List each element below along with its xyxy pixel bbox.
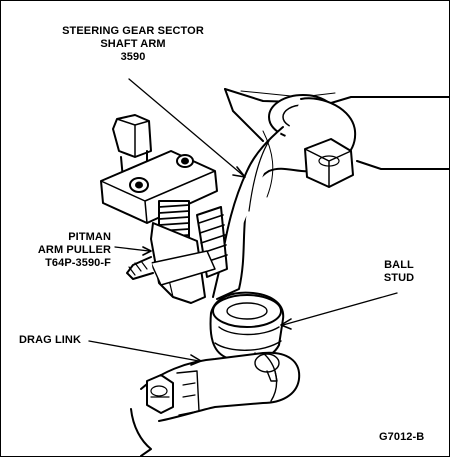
drag-link — [130, 351, 301, 456]
ball-stud-socket — [209, 291, 285, 372]
ball-stud-label-line-1: BALL — [384, 259, 414, 271]
sector-arm-label-line-3: 3590 — [120, 51, 146, 63]
pitman-arm-puller-tool — [100, 114, 228, 304]
puller-label-line-2: ARM PULLER — [37, 244, 111, 256]
leader-lines — [88, 78, 398, 366]
puller-label-line-3: T64P-3590-F — [45, 257, 111, 269]
sector-arm-label-line-2: SHAFT ARM — [100, 38, 166, 50]
shaft-nut — [304, 138, 354, 188]
sector-arm-label-line-1: STEERING GEAR SECTOR — [62, 25, 204, 37]
ball-stud-label-line-2: STUD — [383, 272, 415, 284]
drag-link-label: DRAG LINK — [19, 334, 82, 346]
puller-label-line-1: PITMAN — [68, 231, 111, 243]
figure-code: G7012-B — [379, 431, 425, 443]
